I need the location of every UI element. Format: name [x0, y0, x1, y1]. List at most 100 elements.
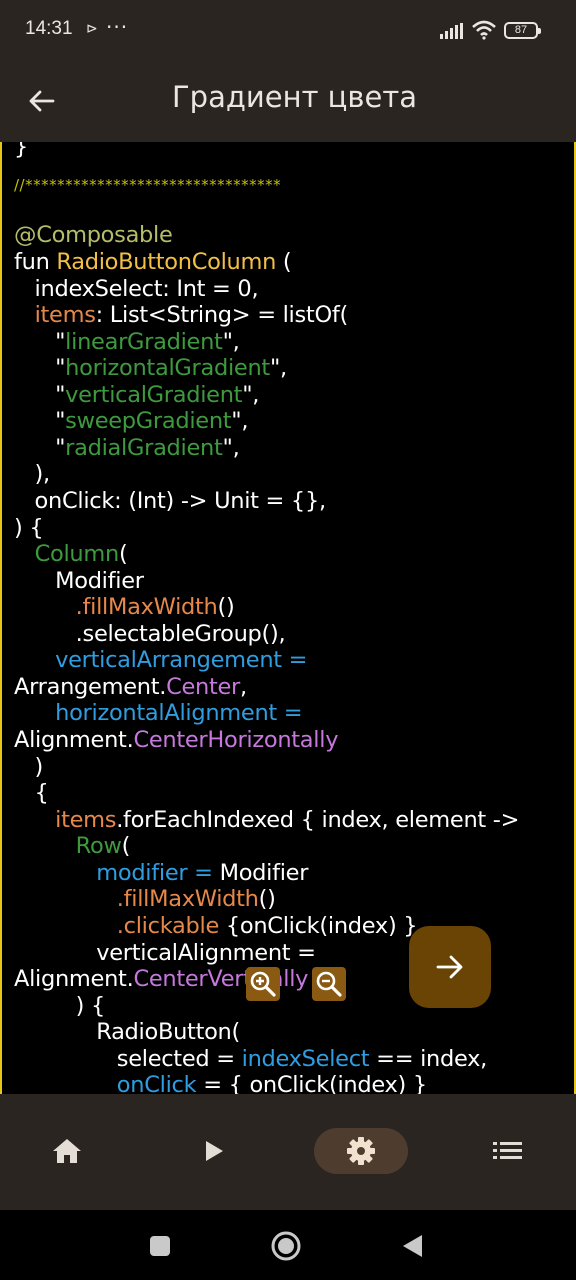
back-button[interactable] — [20, 80, 62, 122]
code-line: .fillMaxWidth() — [14, 886, 276, 912]
code-line: selected = indexSelect == index, — [14, 1046, 488, 1072]
code-line: "linearGradient", — [14, 329, 240, 355]
back-triangle-icon — [403, 1235, 422, 1257]
code-line: verticalArrangement = — [14, 647, 307, 673]
code-token: , — [240, 674, 247, 700]
code-token: fun — [14, 249, 57, 275]
code-line: Alignment.CenterHorizontally — [14, 727, 339, 753]
code-line: onClick = { onClick(index) } — [14, 1072, 427, 1094]
code-line: horizontalAlignment = — [14, 700, 303, 726]
code-token: sweepGradient — [65, 408, 232, 434]
code-line: items.forEachIndexed { index, element -> — [14, 807, 519, 833]
code-token: .fillMaxWidth — [75, 594, 218, 620]
code-token: .forEachIndexed { index, element -> — [116, 807, 520, 833]
more-notifications-icon: ··· — [106, 15, 129, 39]
signal-icon — [440, 23, 463, 39]
next-fab-button[interactable] — [409, 926, 491, 1008]
code-token: verticalGradient — [65, 382, 243, 408]
code-token — [14, 860, 96, 886]
code-token: () — [258, 886, 276, 912]
code-token: onClick — [116, 1072, 197, 1094]
nav-item-home[interactable] — [20, 1128, 114, 1174]
code-token: @Composable — [14, 222, 173, 248]
system-navigation-bar — [0, 1210, 576, 1280]
code-token: ), — [14, 461, 51, 487]
wifi-icon — [472, 20, 496, 40]
code-token: CenterHorizontally — [133, 727, 339, 753]
code-token: RadioButton( — [14, 1019, 240, 1045]
code-line: fun RadioButtonColumn ( — [14, 249, 292, 275]
code-line: "verticalGradient", — [14, 382, 259, 408]
play-icon — [206, 1141, 223, 1161]
code-token: " — [14, 355, 66, 381]
code-token — [14, 302, 35, 328]
home-system-button[interactable] — [270, 1230, 302, 1262]
code-token: RadioButtonColumn — [56, 249, 277, 275]
code-token: {onClick(index) } — [219, 913, 418, 939]
code-line: Arrangement.Center, — [14, 674, 247, 700]
code-token: verticalArrangement = — [55, 647, 308, 673]
bottom-navigation — [0, 1094, 576, 1210]
code-token: indexSelect — [241, 1046, 370, 1072]
battery-icon: 87 — [504, 22, 541, 39]
code-token: items — [55, 807, 117, 833]
code-token: Column — [34, 541, 120, 567]
code-line: "horizontalGradient", — [14, 355, 287, 381]
zoom-in-icon — [250, 971, 276, 997]
code-token: indexSelect: Int = 0, — [14, 276, 259, 302]
arrow-left-icon — [29, 90, 55, 112]
code-line: indexSelect: Int = 0, — [14, 276, 259, 302]
zoom-out-button[interactable] — [312, 967, 346, 1001]
code-token — [14, 833, 76, 859]
code-line: ) { — [14, 993, 106, 1019]
code-line: modifier = Modifier — [14, 860, 308, 886]
code-token — [14, 647, 55, 673]
app-bar: Градиент цвета — [0, 62, 576, 142]
code-line: Modifier — [14, 568, 144, 594]
zoom-out-icon — [316, 971, 342, 997]
code-token: onClick: (Int) -> Unit = {}, — [14, 488, 327, 514]
code-token: Arrangement. — [14, 674, 167, 700]
code-token: ) { — [14, 515, 44, 541]
code-token: .fillMaxWidth — [116, 886, 259, 912]
code-token: ( — [121, 833, 131, 859]
page-title: Градиент цвета — [172, 80, 418, 114]
code-line: "radialGradient", — [14, 435, 240, 461]
code-token: == index, — [369, 1046, 488, 1072]
code-token — [14, 807, 55, 833]
code-token: Center — [166, 674, 241, 700]
code-token: linearGradient — [65, 329, 223, 355]
nav-item-settings[interactable] — [314, 1128, 408, 1174]
code-token: Alignment. — [14, 727, 134, 753]
code-token: " — [14, 329, 66, 355]
gear-icon — [347, 1137, 375, 1165]
zoom-in-button[interactable] — [246, 967, 280, 1001]
code-line: .selectableGroup(), — [14, 621, 286, 647]
code-token: modifier = — [96, 860, 213, 886]
code-token: " — [14, 382, 66, 408]
media-play-indicator-icon: ⊳ — [86, 21, 98, 37]
code-token — [14, 913, 117, 939]
code-line: ) — [14, 754, 44, 780]
code-line: .fillMaxWidth() — [14, 594, 235, 620]
code-line: Column( — [14, 541, 128, 567]
code-token — [14, 886, 117, 912]
code-token: CenterVertically — [133, 966, 309, 992]
code-line: ), — [14, 461, 51, 487]
code-view[interactable]: }//********************************@Comp… — [0, 142, 576, 1094]
recents-icon — [150, 1236, 170, 1256]
code-token: () — [217, 594, 235, 620]
home-icon — [53, 1139, 81, 1163]
status-time: 14:31 — [25, 18, 73, 39]
code-line: ) { — [14, 515, 44, 541]
back-system-button[interactable] — [396, 1230, 428, 1262]
nav-item-play[interactable] — [167, 1128, 261, 1174]
code-line: items: List<String> = listOf( — [14, 302, 349, 328]
recents-button[interactable] — [144, 1230, 176, 1262]
code-token: .selectableGroup(), — [14, 621, 286, 647]
code-token: ( — [118, 541, 128, 567]
nav-item-list[interactable] — [461, 1128, 555, 1174]
code-line: //******************************** — [14, 170, 281, 196]
code-token — [14, 1072, 117, 1094]
code-token: radialGradient — [65, 435, 223, 461]
